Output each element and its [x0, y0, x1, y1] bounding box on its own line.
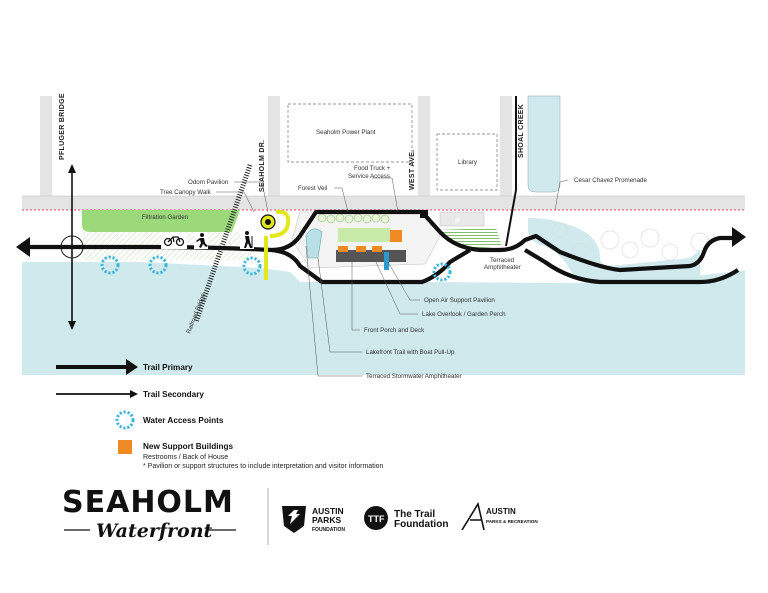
streets — [22, 96, 745, 210]
ttf-line-1: The Trail — [394, 509, 435, 520]
filtration-garden — [82, 210, 240, 232]
parking-label: P — [455, 216, 460, 225]
open-air-pavilion-label: Open Air Support Pavilion — [424, 297, 495, 304]
shoal-creek-water — [527, 95, 561, 193]
filtration-garden-label: Filtration Garden — [142, 214, 189, 221]
austin-parks-foundation-logo: AUSTIN PARKS FOUNDATION — [282, 506, 345, 533]
trail-loop-east — [523, 248, 740, 285]
apf-line-3: FOUNDATION — [312, 527, 345, 533]
road-west-ave: WEST AVE. — [409, 150, 416, 190]
apr-line-2: PARKS & RECREATION — [486, 519, 538, 524]
trail-loop-south — [271, 247, 472, 285]
forest-veil-label: Forest Veil — [298, 185, 327, 192]
lakefront-trail-label: Lakefront Trail with Boat Pull-Up — [366, 349, 455, 356]
apr-line-1: AUSTIN — [486, 507, 516, 516]
legend-support-buildings: New Support Buildings — [143, 442, 234, 451]
apf-line-1: AUSTIN — [312, 506, 344, 516]
odom-pavilion — [260, 209, 291, 280]
apf-line-2: PARKS — [312, 515, 341, 525]
cesar-chavez-label: Cesar Chavez Promenade — [574, 177, 647, 184]
austin-parks-recreation-logo: AUSTIN PARKS & RECREATION — [461, 501, 538, 531]
svg-text:TTF: TTF — [368, 514, 385, 524]
tree-canopy-walk-label: Tree Canopy Walk — [160, 189, 212, 196]
road-seaholm-dr: SEAHOLM DR. — [259, 140, 266, 192]
legend-support-sub: Restrooms / Back of House — [143, 454, 228, 461]
water-access-points — [100, 255, 452, 282]
trail-shoal-creek — [505, 96, 517, 247]
legend-arrow-primary — [126, 359, 138, 375]
front-porch-label: Front Porch and Deck — [364, 327, 425, 334]
legend-trail-primary: Trail Primary — [143, 363, 193, 372]
food-truck-label-2: Service Access — [348, 173, 390, 180]
parking-lot — [439, 211, 485, 227]
shoal-creek-lower — [528, 218, 700, 285]
legend: Trail Primary Trail Secondary Water Acce… — [56, 359, 384, 470]
stormwater-amph-label: Terraced Stormwater Amphitheater — [366, 373, 462, 380]
logo-seaholm: SEAHOLM — [62, 485, 234, 520]
stormwater-terrace — [305, 228, 323, 259]
road-shoal-creek: SHOAL CREEK — [518, 104, 525, 158]
bike-icon — [161, 233, 187, 249]
seaholm-waterfront-logo: SEAHOLM Waterfront — [62, 485, 236, 542]
running-icon — [194, 232, 208, 249]
forest-veil-trees — [317, 213, 390, 224]
library-label: Library — [458, 159, 478, 166]
legend-trail-secondary: Trail Secondary — [143, 390, 204, 399]
food-truck-label-1: Food Truck + — [354, 165, 391, 172]
background-trees — [552, 222, 710, 261]
legend-water-access: Water Access Points — [143, 416, 224, 425]
water-access-point — [148, 255, 168, 275]
lady-bird-lake — [22, 262, 745, 375]
amphitheater-green — [436, 228, 502, 250]
library-outline — [436, 133, 498, 191]
legend-support-building-icon — [118, 440, 132, 454]
support-buildings — [338, 230, 402, 252]
trail-foundation-logo: TTF The Trail Foundation — [364, 506, 448, 530]
open-air-pavilion-marker — [384, 252, 389, 270]
callout-leaders — [216, 177, 569, 377]
odom-pavilion-label: Odom Pavilion — [188, 179, 229, 186]
road-pfluger-bridge: PFLUGER BRIDGE — [59, 93, 66, 160]
logo-waterfront: Waterfront — [96, 520, 213, 542]
ttf-line-2: Foundation — [394, 519, 448, 530]
water-access-point — [100, 255, 120, 275]
hiker-icon — [240, 230, 254, 249]
trail-arrow-west — [16, 237, 30, 257]
central-lawn — [338, 228, 390, 242]
power-plant-label: Seaholm Power Plant — [316, 129, 376, 136]
railroad-bridge — [193, 164, 253, 323]
legend-water-access-icon — [115, 410, 135, 430]
water-access-point — [242, 256, 262, 276]
power-plant-outline — [287, 103, 413, 163]
terraced-amphitheater-label-1: Terraced — [490, 257, 515, 264]
terraced-amphitheater-label-2: Amphitheater — [484, 264, 521, 271]
trail-arrow-east — [732, 227, 746, 247]
lake-overlook-label: Lake Overlook / Garden Perch — [422, 311, 506, 318]
legend-note: * Pavilion or support structures to incl… — [143, 463, 384, 470]
legend-arrow-secondary — [130, 390, 138, 398]
water-access-point — [432, 262, 452, 282]
